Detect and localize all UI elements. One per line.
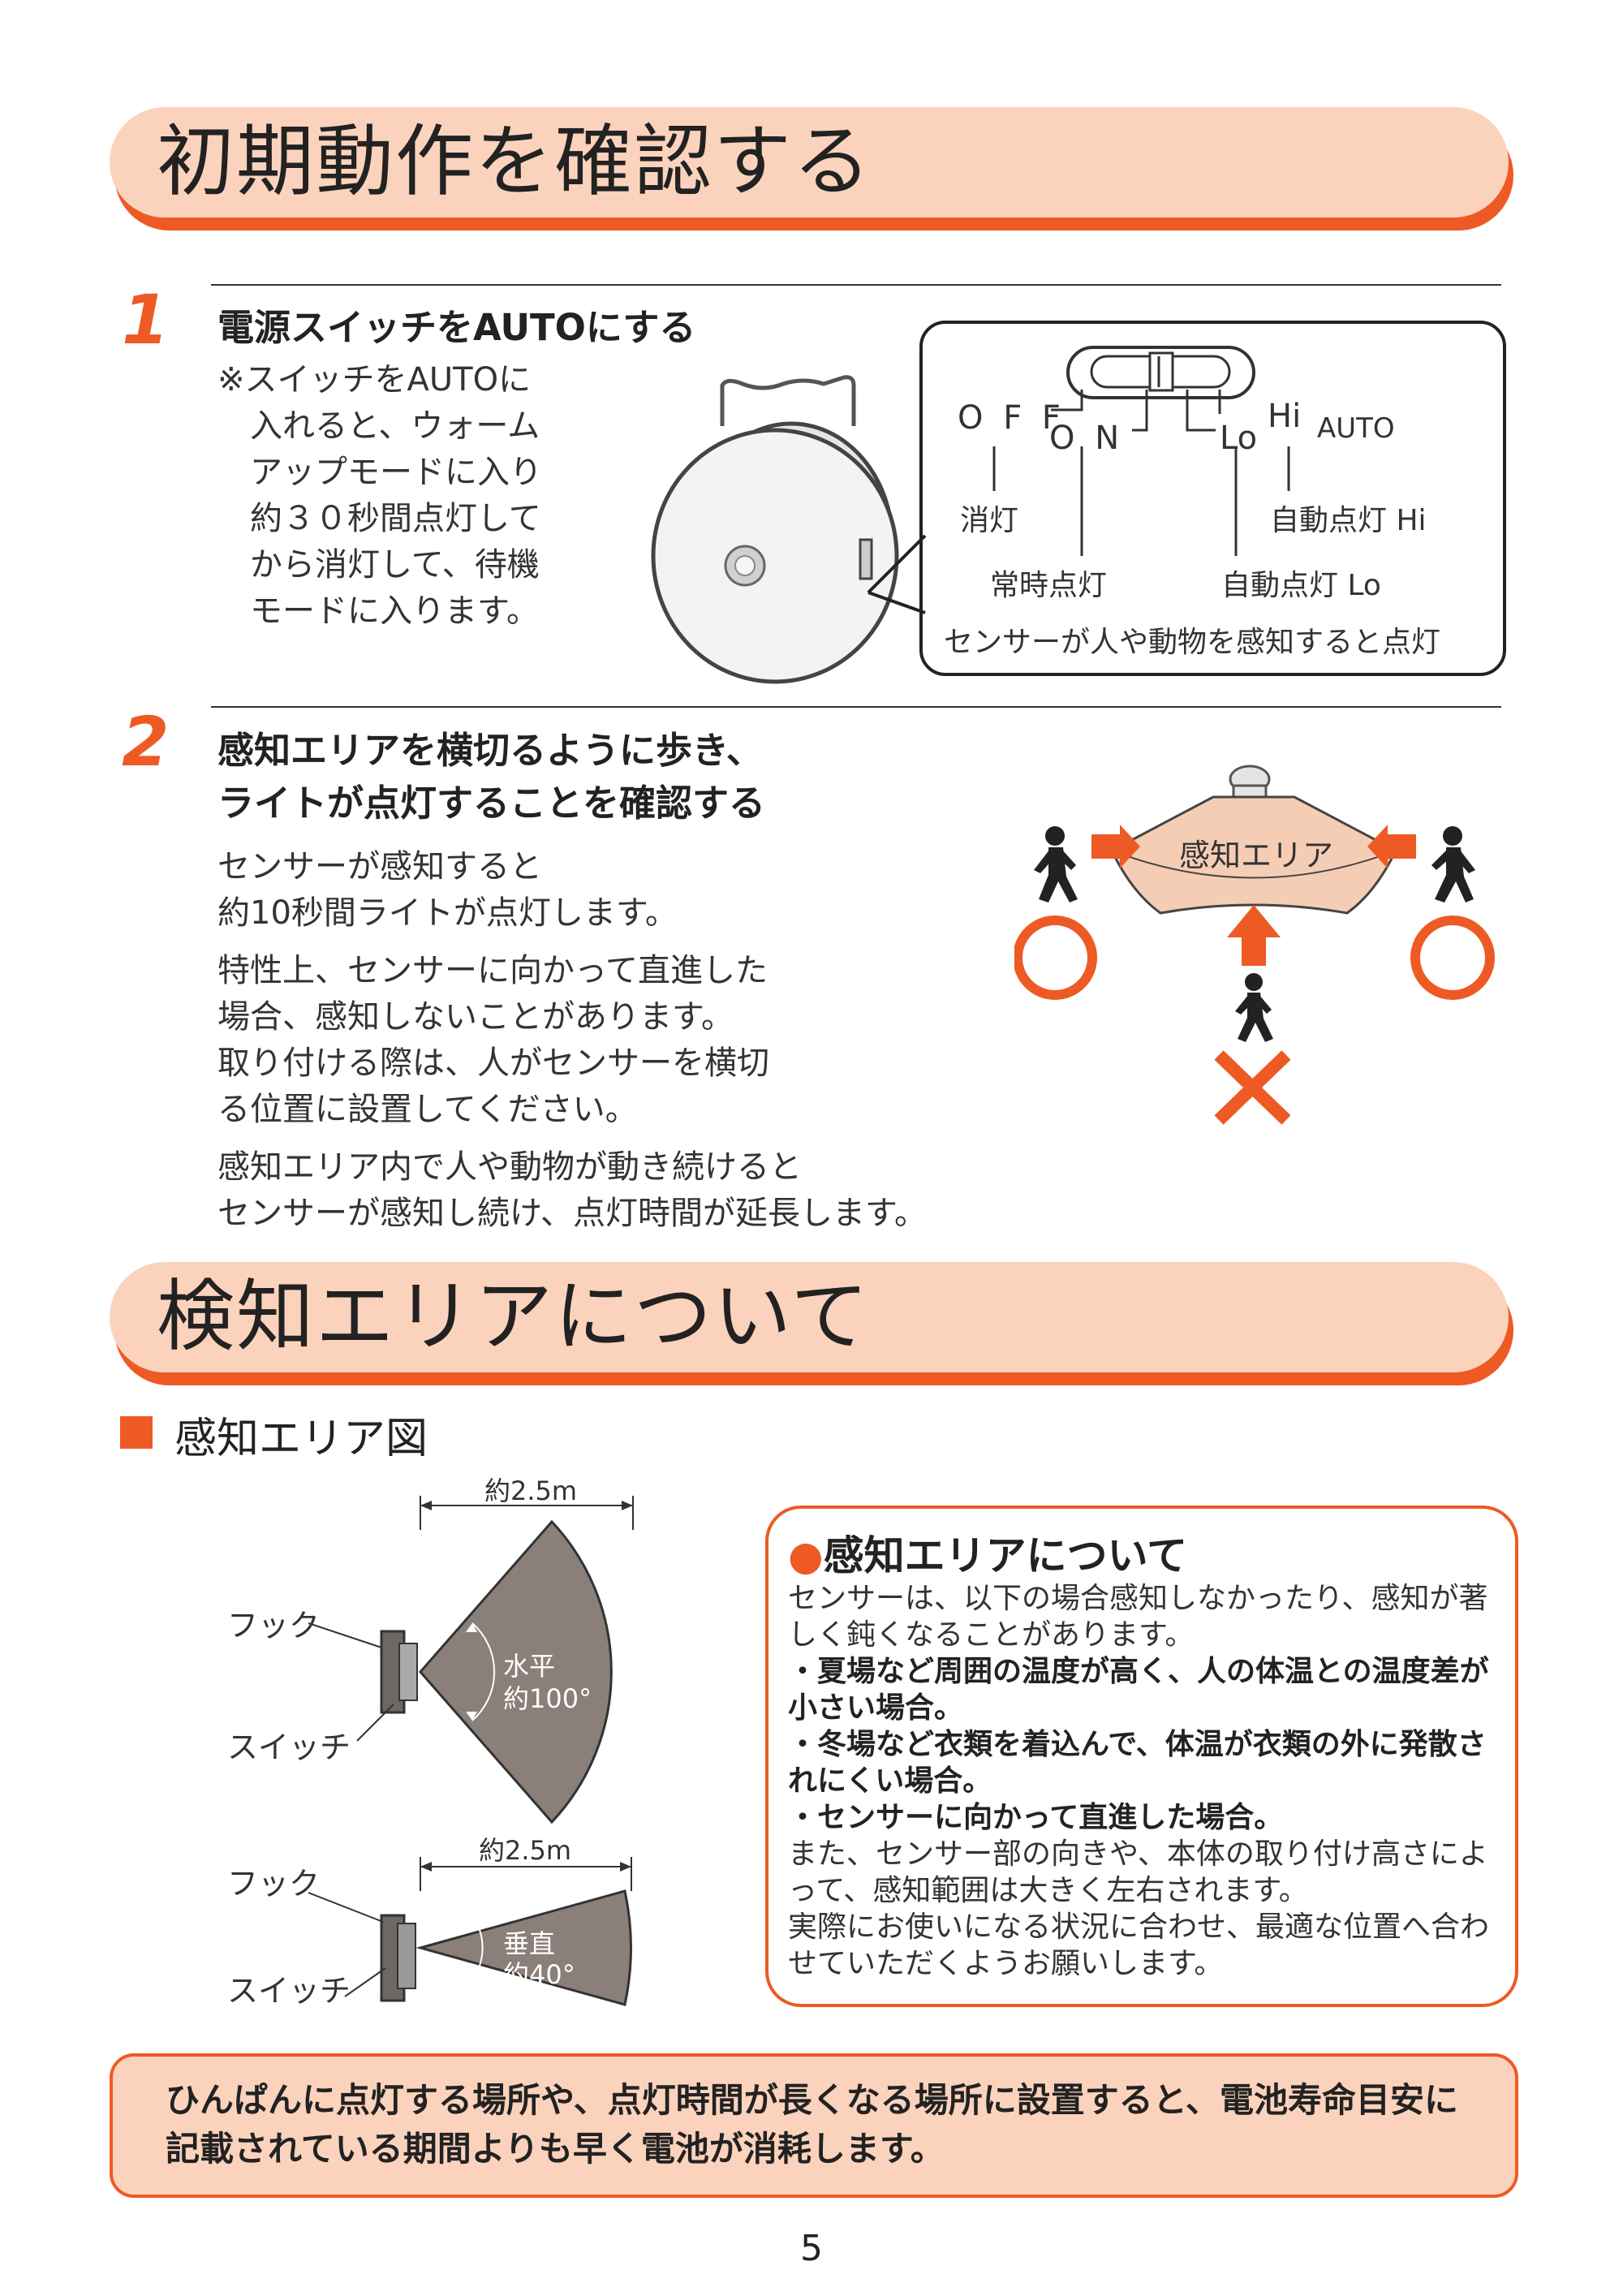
area-label: 感知エリア bbox=[1179, 838, 1334, 873]
distance-label: 約2.5m bbox=[484, 1475, 578, 1506]
note-item: ・センサーに向かって直進した場合。 bbox=[788, 1801, 1284, 1834]
angle-label: 水平 bbox=[503, 1651, 556, 1682]
switch-label: スイッチ bbox=[227, 1730, 351, 1765]
note-title-text: 感知エリアについて bbox=[823, 1532, 1188, 1579]
subsection-title: 感知エリア図 bbox=[174, 1415, 428, 1463]
header-pill bbox=[110, 107, 1509, 218]
distance-label: 約2.5m bbox=[479, 1835, 572, 1866]
hook-label: フック bbox=[227, 1866, 321, 1902]
angle-value: 約100° bbox=[503, 1683, 592, 1714]
horizontal-area-diagram bbox=[308, 1496, 634, 1824]
step-note: ※スイッチをAUTOに 入れると、ウォーム アップモードに入り 約３０秒間点灯し… bbox=[217, 361, 542, 630]
off-desc: 消灯 bbox=[960, 504, 1019, 537]
step-heading-line1: 感知エリアを横切るように歩き、 bbox=[217, 729, 763, 772]
slide-switch-icon[interactable] bbox=[1065, 345, 1256, 402]
switch-hi-label: Hi bbox=[1268, 398, 1302, 435]
step-number: 2 bbox=[122, 702, 170, 782]
section-header-initial-check: 初期動作を確認する bbox=[110, 107, 1513, 230]
switch-label: スイッチ bbox=[227, 1973, 351, 2009]
switch-leader-lines bbox=[992, 390, 1290, 556]
switch-footer-text: センサーが人や動物を感知すると点灯 bbox=[944, 626, 1441, 659]
angle-value: 約40° bbox=[503, 1959, 575, 1990]
switch-auto-label: AUTO bbox=[1317, 412, 1395, 445]
switch-on-label: O N bbox=[1049, 420, 1125, 457]
section-title: 初期動作を確認する bbox=[157, 116, 872, 207]
bullet-dot-icon: ● bbox=[788, 1532, 824, 1579]
page-number: 5 bbox=[800, 2228, 823, 2269]
step-heading: 電源スイッチをAUTOにする bbox=[217, 306, 696, 349]
hook-label: フック bbox=[227, 1608, 321, 1643]
note-item: ・夏場など周囲の温度が高く、人の体温との温度差が小さい場合。 bbox=[788, 1655, 1489, 1725]
light-device-illustration bbox=[651, 375, 899, 684]
detection-area-note: ●感知エリアについて センサーは、以下の場合感知しなかったり、感知が著しく鈍くな… bbox=[765, 1506, 1518, 2007]
step2-para1: センサーが感知すると 約10秒間ライトが点灯します。 bbox=[217, 848, 678, 932]
step2-para3: 感知エリア内で人や動物が動き続けると センサーが感知し続け、点灯時間が延長します… bbox=[217, 1148, 927, 1232]
step2-para2: 特性上、センサーに向かって直進した 場合、感知しないことがあります。 取り付ける… bbox=[217, 952, 769, 1128]
step-number: 1 bbox=[122, 280, 170, 360]
note-item: ・冬場など衣類を着込んで、体温が衣類の外に発散されにくい場合。 bbox=[788, 1728, 1487, 1798]
header-pill bbox=[110, 1262, 1509, 1372]
note-title: ●感知エリアについて bbox=[788, 1523, 1187, 1582]
switch-callout bbox=[919, 321, 1506, 676]
note-body: センサーは、以下の場合感知しなかったり、感知が著しく鈍くなることがあります。 ・… bbox=[788, 1580, 1502, 1982]
step-heading-line2: ライトが点灯することを確認する bbox=[217, 782, 766, 825]
callout-pointer bbox=[867, 534, 927, 614]
detection-area-illustration bbox=[1014, 765, 1495, 1125]
bullet-square-icon bbox=[120, 1416, 153, 1449]
divider bbox=[211, 706, 1501, 708]
battery-warning: ひんぱんに点灯する場所や、点灯時間が長くなる場所に設置すると、電池寿命目安に記載… bbox=[110, 2053, 1518, 2198]
note-intro: センサーは、以下の場合感知しなかったり、感知が著しく鈍くなることがあります。 bbox=[788, 1582, 1488, 1652]
divider bbox=[211, 284, 1501, 286]
angle-label: 垂直 bbox=[503, 1928, 556, 1959]
on-desc: 常時点灯 bbox=[990, 569, 1108, 602]
vertical-area-diagram bbox=[308, 1857, 632, 2006]
warning-text: ひんぱんに点灯する場所や、点灯時間が長くなる場所に設置すると、電池寿命目安に記載… bbox=[166, 2080, 1459, 2169]
section-header-detection-area: 検知エリアについて bbox=[110, 1262, 1513, 1385]
lo-desc: 自動点灯 Lo bbox=[1221, 569, 1381, 602]
switch-off-label: O F F bbox=[958, 399, 1065, 437]
section-title: 検知エリアについて bbox=[157, 1271, 871, 1362]
note-outro: また、センサー部の向きや、本体の取り付け高さによって、感知範囲は大きく左右されま… bbox=[788, 1837, 1490, 1980]
switch-lo-label: Lo bbox=[1220, 420, 1258, 457]
hi-desc: 自動点灯 Hi bbox=[1270, 504, 1427, 537]
